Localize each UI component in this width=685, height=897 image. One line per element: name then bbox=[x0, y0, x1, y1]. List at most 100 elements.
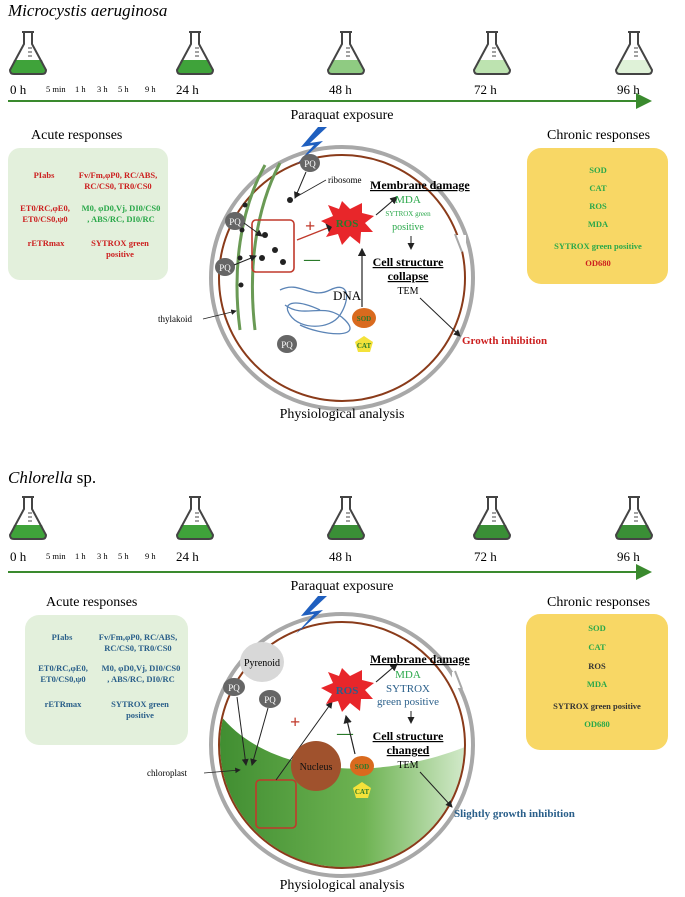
time-labels-big: 0 h 24 h 48 h 72 h 96 h bbox=[10, 82, 640, 97]
pq-label: PQ bbox=[228, 683, 240, 693]
acute-item: M0, φD0,Vj, DI0/CS0 bbox=[82, 203, 161, 213]
chronic-box bbox=[527, 148, 668, 284]
sytrox-label-1: SYTROX green bbox=[385, 210, 431, 218]
tem-label: TEM bbox=[397, 286, 418, 297]
organism-title: Chlorella sp. bbox=[8, 468, 96, 487]
flask-outline bbox=[8, 496, 48, 540]
chronic-item: CAT bbox=[589, 183, 607, 193]
acute-item: ET0/RC,φE0, bbox=[38, 663, 88, 673]
cell-membrane bbox=[218, 621, 466, 869]
chronic-item: SYTROX green positive bbox=[553, 701, 641, 711]
flask-ticks bbox=[28, 512, 32, 522]
flask-liquid bbox=[616, 60, 652, 73]
pq-label: PQ bbox=[219, 263, 231, 273]
cell-diagram: Pyrenoid PQ PQ + ROS Nucleus — SOD CAT bbox=[147, 596, 575, 878]
time-label: 5 min bbox=[46, 551, 66, 561]
pq-label: PQ bbox=[229, 217, 241, 227]
sytrox-label-2: green positive bbox=[377, 696, 439, 708]
time-labels-small: 5 min 1 h 3 h 5 h 9 h bbox=[46, 551, 156, 561]
acute-items: PIabs Fv/Fm,φP0, RC/ABS, RC/CS0, TR0/CS0… bbox=[20, 170, 160, 259]
organelle-label: thylakoid bbox=[158, 314, 192, 324]
time-label: 0 h bbox=[10, 549, 27, 564]
chloroplast bbox=[220, 690, 464, 867]
sod-enzyme bbox=[350, 756, 374, 776]
flask-outline bbox=[175, 496, 215, 540]
pq-molecules: PQ PQ PQ PQ bbox=[215, 154, 320, 353]
flask-72h bbox=[472, 496, 512, 540]
chronic-items: SOD CAT ROS MDA SYTROX green positive OD… bbox=[553, 623, 641, 729]
sytrox-label-2: positive bbox=[392, 222, 424, 233]
ribosome-dot bbox=[287, 197, 293, 203]
flask-liquid bbox=[10, 60, 46, 73]
time-label: 1 h bbox=[75, 551, 86, 561]
dna-strands bbox=[279, 286, 351, 335]
pyrenoid-label: Pyrenoid bbox=[244, 658, 280, 669]
cell-wall bbox=[209, 145, 475, 411]
flask-liquid bbox=[177, 60, 213, 73]
time-label: 96 h bbox=[617, 82, 640, 97]
acute-item: , ABS/RC, DI0/RC bbox=[87, 214, 155, 224]
nucleus-label: Nucleus bbox=[300, 762, 333, 773]
flask-outline bbox=[472, 496, 512, 540]
ros-burst bbox=[321, 201, 374, 245]
flask-ticks bbox=[195, 512, 199, 522]
acute-item: SYTROX green bbox=[91, 238, 149, 248]
chronic-item: SOD bbox=[588, 623, 605, 633]
flask-ticks bbox=[346, 512, 350, 522]
sod-label: SOD bbox=[357, 315, 371, 323]
ros-label: ROS bbox=[336, 218, 359, 230]
physiological-label: Physiological analysis bbox=[280, 407, 405, 422]
flask-ticks bbox=[492, 512, 496, 522]
sod-label: SOD bbox=[355, 763, 369, 771]
cell-membrane bbox=[218, 154, 466, 402]
flask-48h bbox=[326, 31, 366, 75]
cat-enzyme bbox=[353, 782, 371, 798]
outcome-label: Growth inhibition bbox=[462, 335, 547, 347]
cat-label: CAT bbox=[355, 788, 370, 796]
panel-chlorella: Chlorella sp. 0 h 24 h 48 h 72 h 96 h 5 … bbox=[8, 468, 668, 893]
flask-liquid bbox=[616, 525, 652, 538]
time-label: 5 min bbox=[46, 84, 66, 94]
flask-outline bbox=[8, 31, 48, 75]
cell-structure-label-1: Cell structure bbox=[373, 255, 444, 269]
acute-item: ET0/CS0,ψ0 bbox=[40, 674, 85, 684]
time-label: 96 h bbox=[617, 549, 640, 564]
acute-item: RC/CS0, TR0/CS0 bbox=[104, 643, 171, 653]
time-label: 3 h bbox=[97, 84, 108, 94]
membrane-damage-label: Membrane damage bbox=[370, 652, 470, 666]
acute-box bbox=[25, 615, 188, 745]
time-label: 48 h bbox=[329, 549, 352, 564]
dna-label: DNA bbox=[333, 288, 362, 303]
chronic-item: ROS bbox=[588, 661, 606, 671]
chronic-item: SOD bbox=[589, 165, 606, 175]
chronic-box bbox=[526, 614, 668, 750]
organism-title: Microcystis aeruginosa bbox=[7, 1, 167, 20]
flask-ticks bbox=[634, 47, 638, 57]
pyrenoid bbox=[240, 642, 284, 682]
time-label: 5 h bbox=[118, 84, 129, 94]
time-label: 72 h bbox=[474, 82, 497, 97]
flask-ticks bbox=[346, 47, 350, 57]
chronic-item: SYTROX green positive bbox=[554, 241, 642, 251]
acute-item: ET0/CS0,ψ0 bbox=[22, 214, 67, 224]
flask-ticks bbox=[634, 512, 638, 522]
sod-enzyme bbox=[352, 308, 376, 328]
time-label: 9 h bbox=[145, 551, 156, 561]
tem-label: TEM bbox=[397, 760, 418, 771]
acute-item: PIabs bbox=[34, 170, 55, 180]
cell-wall bbox=[209, 612, 475, 878]
chronic-title: Chronic responses bbox=[547, 595, 650, 610]
flask-96h bbox=[614, 31, 654, 75]
pq-label: PQ bbox=[281, 340, 293, 350]
cell-structure-label-2: changed bbox=[387, 743, 430, 757]
outcome-label: Slightly growth inhibition bbox=[454, 808, 575, 820]
acute-item: ET0/RC,φE0, bbox=[20, 203, 70, 213]
acute-item: , ABS/RC, DI0/RC bbox=[107, 674, 175, 684]
flask-outline bbox=[175, 31, 215, 75]
membrane-damage-label: Membrane damage bbox=[370, 178, 470, 192]
thylakoid bbox=[235, 162, 282, 331]
flask-outline bbox=[326, 496, 366, 540]
mda-label: MDA bbox=[395, 194, 421, 206]
cat-label: CAT bbox=[357, 342, 372, 350]
plus-sign: + bbox=[305, 216, 315, 236]
